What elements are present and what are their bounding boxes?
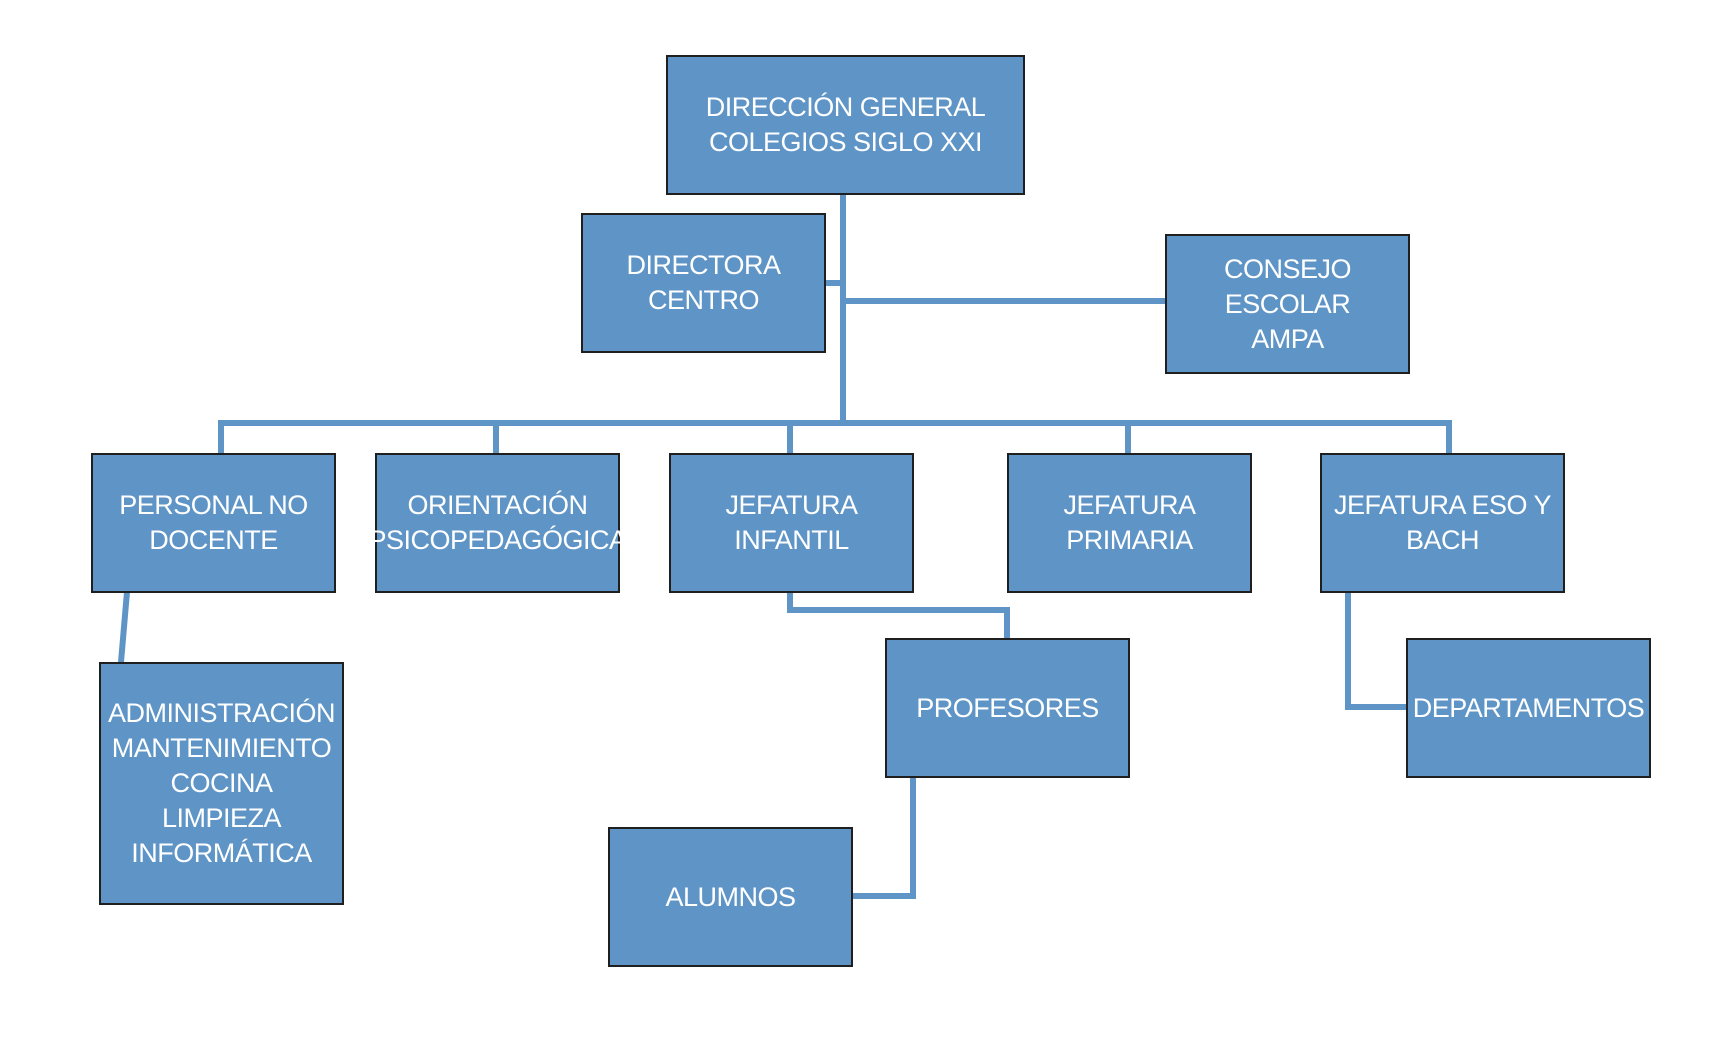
- node-consejo-escolar: CONSEJO ESCOLAR AMPA: [1165, 234, 1410, 374]
- connector-administracion: [117, 588, 131, 666]
- connector-profesores: [787, 589, 1010, 641]
- node-jefatura-primaria: JEFATURA PRIMARIA: [1007, 453, 1252, 593]
- node-label: DIRECTORA CENTRO: [626, 250, 781, 315]
- node-profesores: PROFESORES: [885, 638, 1130, 778]
- node-label: PROFESORES: [916, 692, 1099, 723]
- connector-bus: [218, 420, 1452, 456]
- node-label: JEFATURA ESO Y BACH: [1333, 490, 1552, 555]
- node-departamentos: DEPARTAMENTOS: [1406, 638, 1651, 778]
- node-label: ALUMNOS: [665, 881, 796, 912]
- node-label: PERSONAL NO DOCENTE: [119, 490, 308, 555]
- node-label: JEFATURA INFANTIL: [725, 490, 858, 555]
- node-administracion: ADMINISTRACIÓN MANTENIMIENTO COCINA LIMP…: [99, 662, 344, 905]
- node-direccion-general: DIRECCIÓN GENERAL COLEGIOS SIGLO XXI: [666, 55, 1025, 195]
- node-label: ORIENTACIÓN PSICOPEDAGÓGICA: [368, 490, 627, 555]
- node-directora-centro: DIRECTORA CENTRO: [581, 213, 826, 353]
- node-label: JEFATURA PRIMARIA: [1063, 490, 1196, 555]
- node-label: DIRECCIÓN GENERAL COLEGIOS SIGLO XXI: [705, 92, 986, 157]
- node-label: DEPARTAMENTOS: [1412, 692, 1645, 723]
- node-orientacion: ORIENTACIÓN PSICOPEDAGÓGICA: [368, 453, 627, 593]
- node-label: CONSEJO ESCOLAR AMPA: [1223, 253, 1352, 354]
- connector-departamentos: [1345, 589, 1411, 710]
- connector-alumnos: [850, 773, 916, 899]
- node-jefatura-eso-bach: JEFATURA ESO Y BACH: [1320, 453, 1565, 593]
- node-jefatura-infantil: JEFATURA INFANTIL: [669, 453, 914, 593]
- node-label: ADMINISTRACIÓN MANTENIMIENTO COCINA LIMP…: [107, 698, 336, 868]
- node-alumnos: ALUMNOS: [608, 827, 853, 967]
- node-personal-no-docente: PERSONAL NO DOCENTE: [91, 453, 336, 593]
